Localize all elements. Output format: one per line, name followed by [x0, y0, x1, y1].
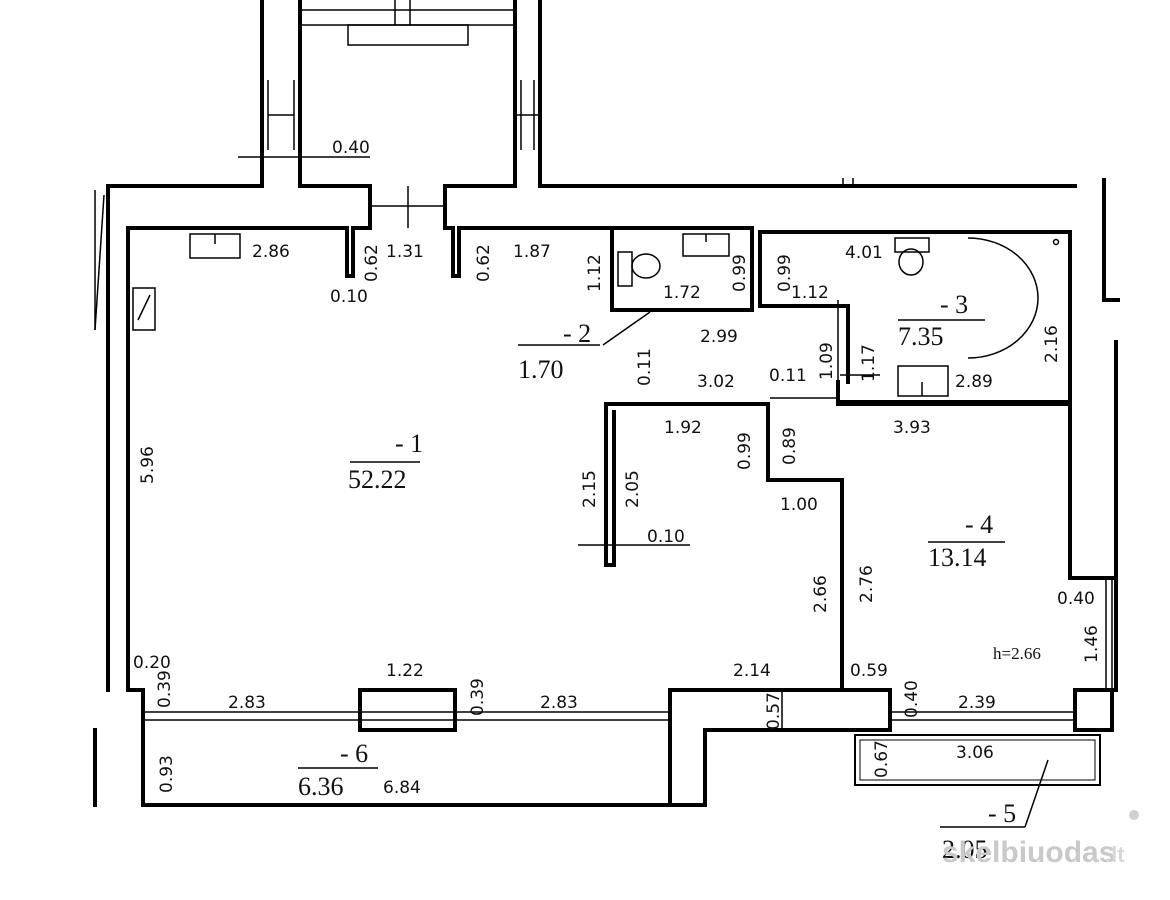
dim-020: 0.20 [133, 653, 171, 673]
height-note: h=2.66 [993, 644, 1041, 663]
dim-010-b: 0.10 [647, 527, 685, 547]
dim-286: 2.86 [252, 242, 290, 262]
dim-039-b: 0.39 [468, 678, 488, 716]
room-labels: - 1 52.22 - 2 1.70 - 3 7.35 - 4 13.14 - … [298, 290, 1016, 864]
room-1-area: 52.22 [348, 465, 407, 494]
appliance-box [132, 287, 156, 331]
stair-wall-left [106, 0, 264, 692]
dim-302: 3.02 [697, 372, 735, 392]
dim-306: 3.06 [956, 743, 994, 763]
dim-215: 2.15 [580, 470, 600, 508]
dim-099-b: 0.99 [775, 254, 795, 292]
walls [93, 0, 1120, 807]
partition-stub [604, 402, 616, 567]
dim-266: 2.66 [811, 575, 831, 613]
room-3-number: - 3 [940, 290, 968, 319]
dim-040-top: 0.40 [332, 138, 370, 158]
room4-right-block [1073, 688, 1114, 732]
dim-289: 2.89 [955, 372, 993, 392]
dim-099-a: 0.99 [730, 254, 750, 292]
room-2-number: - 2 [563, 319, 591, 348]
room5-outline-inner [859, 739, 1096, 781]
dim-093: 0.93 [157, 755, 177, 793]
dim-040-b: 0.40 [1057, 589, 1095, 609]
dim-172: 1.72 [663, 283, 701, 303]
window-block [358, 688, 457, 732]
dim-596: 5.96 [138, 446, 158, 484]
stair-wall-right [538, 0, 1077, 188]
dim-100: 1.00 [780, 495, 818, 515]
dim-216: 2.16 [1042, 325, 1062, 363]
dimension-labels: 0.40 2.86 1.31 1.87 0.10 1.72 4.01 1.12 … [133, 138, 1095, 798]
dim-401: 4.01 [845, 243, 883, 263]
toilet-room3-bowl [898, 248, 924, 276]
room-1-number: - 1 [395, 429, 423, 458]
stair-wall-left-inner [298, 0, 372, 230]
room-2-area: 1.70 [518, 355, 564, 384]
toilet-room2-tank [617, 251, 633, 287]
dim-057: 0.57 [764, 692, 784, 730]
dim-067: 0.67 [872, 740, 892, 778]
dim-062-a: 0.62 [362, 244, 382, 282]
dim-276: 2.76 [857, 565, 877, 603]
room-4-area: 13.14 [928, 543, 987, 572]
dim-059: 0.59 [850, 661, 888, 681]
dim-122: 1.22 [386, 661, 424, 681]
dim-393: 3.93 [893, 418, 931, 438]
dim-187: 1.87 [513, 242, 551, 262]
bottom-wall-c [668, 728, 707, 807]
watermark: skelbiuodas .lt [942, 810, 1139, 869]
dim-010-a: 0.10 [330, 287, 368, 307]
watermark-suffix: .lt [1105, 842, 1125, 867]
dim-011-a: 0.11 [635, 348, 655, 386]
dim-131: 1.31 [386, 242, 424, 262]
dim-117: 1.17 [859, 344, 879, 382]
dim-089: 0.89 [780, 427, 800, 465]
watermark-dot [1129, 810, 1139, 820]
dim-214: 2.14 [733, 661, 771, 681]
dim-146: 1.46 [1082, 625, 1102, 663]
toilet-room2-bowl [631, 253, 661, 279]
stair-wall-right-inner [443, 0, 517, 230]
toilet-room3-tank [894, 237, 930, 253]
dim-239: 2.39 [958, 693, 996, 713]
room-3-area: 7.35 [898, 322, 944, 351]
vertical-dimension-labels: 0.62 0.62 1.12 0.99 0.99 2.16 0.11 1.09 … [138, 244, 1102, 793]
thin-lines [94, 0, 1113, 828]
dim-192: 1.92 [664, 418, 702, 438]
dim-062-b: 0.62 [474, 244, 494, 282]
watermark-text: skelbiuodas [942, 836, 1115, 869]
room-6-area: 6.36 [298, 772, 344, 801]
room1-wall-left [126, 226, 672, 807]
dim-099-c: 0.99 [735, 432, 755, 470]
sink-room3 [897, 365, 949, 397]
room1-wall-top [126, 226, 372, 278]
dim-205: 2.05 [623, 470, 643, 508]
room-5-area: 2.05 [942, 835, 988, 864]
dim-109: 1.09 [817, 342, 837, 380]
stair-landing [347, 24, 469, 46]
room-4-number: - 4 [965, 510, 993, 539]
dim-039-a: 0.39 [155, 670, 175, 708]
dim-283-b: 2.83 [540, 693, 578, 713]
dim-684: 6.84 [383, 778, 421, 798]
dim-283-a: 2.83 [228, 693, 266, 713]
dim-040-c: 0.40 [902, 680, 922, 718]
exterior-wall-right-top [1102, 178, 1120, 302]
room4-wall-top [836, 402, 1114, 580]
room3-wall-left [758, 230, 850, 384]
dim-011-b: 0.11 [769, 366, 807, 386]
room5-outline [854, 734, 1101, 786]
corridor-wall [604, 402, 892, 732]
room-6-number: - 6 [340, 739, 368, 768]
dim-112-a: 1.12 [585, 254, 605, 292]
room-5-number: - 5 [988, 799, 1016, 828]
room2-wall [610, 226, 754, 312]
dim-299: 2.99 [700, 327, 738, 347]
shower-arc [967, 237, 1039, 359]
dim-112-b: 1.12 [791, 283, 829, 303]
